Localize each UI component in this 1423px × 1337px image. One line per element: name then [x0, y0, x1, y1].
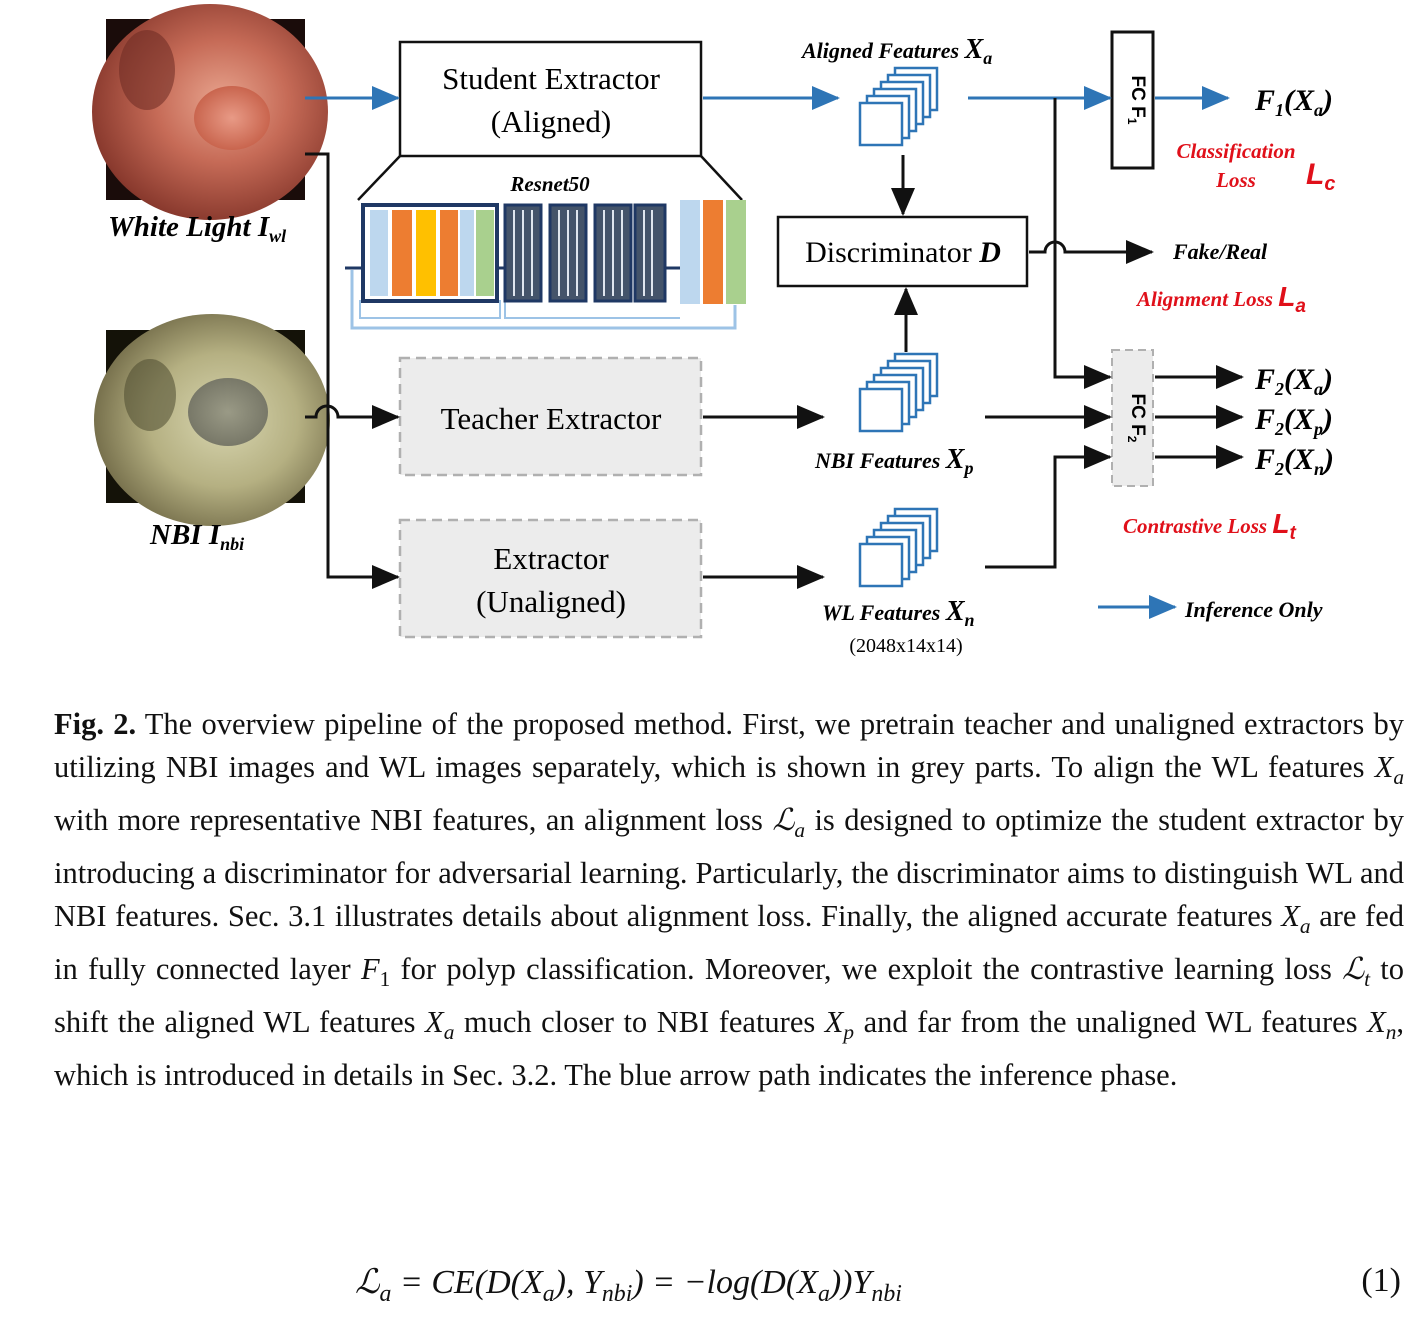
- discriminator-label: Discriminator D: [805, 236, 1001, 269]
- wl-features-stack: [858, 507, 939, 588]
- aligned-features-label: Aligned Features Xa: [800, 34, 992, 68]
- classification-loss-line2: Loss: [1215, 168, 1256, 192]
- output-f2-xp: F2(Xp): [1254, 403, 1333, 439]
- student-extractor-line1: Student Extractor: [442, 61, 660, 96]
- teacher-extractor-box: [398, 356, 703, 477]
- fc1-label: FC F1: [1125, 76, 1148, 125]
- equation-1: ℒa = CE(D(Xa), Ynbi) = −log(D(Xa))Ynbi (…: [0, 1262, 1423, 1312]
- teacher-extractor-label: Teacher Extractor: [441, 401, 662, 436]
- fake-real-label: Fake/Real: [1172, 239, 1268, 264]
- fc2-label: FC F2: [1125, 394, 1148, 443]
- figure-caption: Fig. 2. The overview pipeline of the pro…: [54, 707, 1405, 1093]
- classification-loss-symbol: Lc: [1306, 158, 1335, 195]
- contrastive-loss-label: Contrastive Loss Lt: [1123, 508, 1296, 544]
- feature-dims-label: (2048x14x14): [849, 635, 962, 657]
- nbi-label: NBI Inbi: [149, 519, 244, 554]
- discriminator-box: [776, 215, 1029, 288]
- fc2-box: [1111, 349, 1154, 487]
- student-extractor-box: [398, 40, 703, 158]
- aligned-features-stack: [858, 66, 939, 147]
- white-light-label: White Light Iwl: [108, 211, 286, 246]
- legend-label: Inference Only: [1184, 597, 1323, 622]
- equation-number: (1): [1361, 1262, 1401, 1299]
- classification-loss-line1: Classification: [1176, 139, 1295, 163]
- nbi-features-stack: [858, 352, 939, 433]
- unaligned-extractor-line2: (Unaligned): [476, 584, 626, 619]
- pipeline-figure: White Light Iwl NBI Inbi Student Extract…: [92, 4, 1335, 657]
- output-f2-xa: F2(Xa): [1254, 363, 1333, 399]
- student-extractor-line2: (Aligned): [491, 104, 612, 139]
- output-f1-xa: F1(Xa): [1254, 84, 1333, 120]
- equation-body: ℒa = CE(D(Xa), Ynbi) = −log(D(Xa))Ynbi: [355, 1264, 902, 1307]
- caption-label: Fig. 2.: [54, 707, 137, 741]
- resnet50-label: Resnet50: [509, 172, 590, 196]
- wl-features-label: WL Features Xn: [822, 596, 975, 630]
- training-arrows: [305, 98, 1244, 589]
- resnet50-diagram: [345, 200, 746, 330]
- nbi-features-label: NBI Features Xp: [814, 444, 973, 478]
- output-f2-xn: F2(Xn): [1254, 443, 1334, 479]
- white-light-image: [92, 4, 328, 220]
- nbi-image: [94, 314, 330, 526]
- unaligned-extractor-line1: Extractor: [493, 541, 609, 576]
- unaligned-extractor-box: [398, 518, 703, 639]
- fc1-box: [1110, 30, 1155, 170]
- alignment-loss-label: Alignment Loss La: [1135, 281, 1306, 317]
